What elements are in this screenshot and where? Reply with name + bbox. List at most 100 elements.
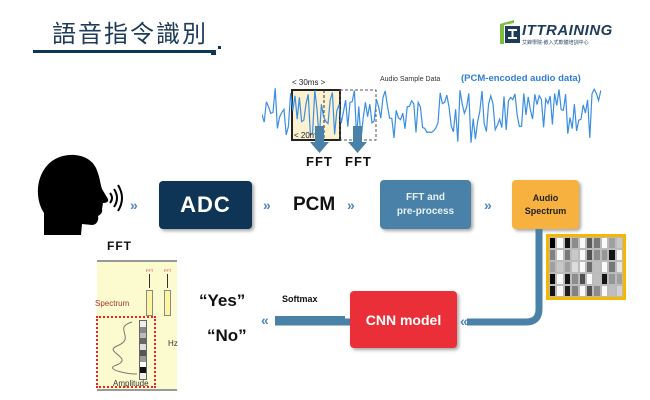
inset-arrow-line — [149, 274, 150, 288]
output-yes: “Yes” — [199, 291, 246, 310]
spectrogram-cell — [571, 249, 579, 261]
audio-waveform — [262, 87, 602, 143]
spectrogram-cell — [600, 273, 609, 285]
logo-icon — [500, 20, 520, 44]
spectrogram-cell — [556, 237, 564, 249]
softmax-arrow-shaft — [275, 316, 345, 323]
spectrogram-cell — [556, 249, 564, 261]
title-decoration — [211, 50, 216, 55]
hop-size-label: < 20ms — [294, 131, 321, 140]
softmax-label: Softmax — [282, 294, 318, 304]
output-no: “No” — [207, 326, 247, 345]
spectrogram-cell — [549, 249, 557, 261]
fft-label: FFT — [306, 154, 333, 169]
fft-label: FFT — [345, 154, 372, 169]
spectrogram-cell — [600, 237, 609, 249]
spectrogram-cell — [549, 285, 557, 297]
pcm-label: PCM — [293, 194, 336, 215]
cnn-model-block: CNN model — [350, 291, 457, 348]
spectrogram-cell — [563, 237, 572, 249]
spectrogram-cell — [600, 249, 609, 261]
spectrogram-cell — [586, 273, 594, 285]
spectrogram-cell — [600, 261, 609, 273]
spectrogram-cell — [571, 237, 579, 249]
spectrogram-grid — [546, 234, 626, 300]
fft-block-line1: FFT and — [406, 191, 445, 203]
speaking-head-icon — [37, 154, 123, 235]
inset-column — [139, 320, 147, 380]
inset-amplitude-label: Amplitude — [113, 379, 149, 388]
spectrum-line1: Audio — [532, 192, 559, 203]
spectrogram-cell — [563, 249, 572, 261]
spectrogram-cell — [549, 237, 557, 249]
spectrogram-cell — [571, 261, 579, 273]
spectrogram-cell — [578, 285, 586, 297]
spectrogram-cell — [578, 237, 586, 249]
back-chevron-icon: « — [460, 313, 468, 329]
logo-subtext: 艾鍗學院-嵌入式軟體培訓中心 — [522, 40, 589, 46]
spectrogram-cell — [615, 261, 623, 273]
spectrogram-cell — [556, 285, 564, 297]
spectrogram-cell — [593, 285, 601, 297]
inset-frame — [146, 290, 153, 316]
spectrogram-cell — [563, 285, 572, 297]
spectrogram-cell — [556, 273, 564, 285]
flow-chevron-icon: » — [263, 197, 271, 213]
spectrogram-cell — [593, 261, 601, 273]
fft-preprocess-block: FFT and pre-process — [380, 180, 471, 229]
pcm-encoded-note: (PCM-encoded audio data) — [461, 73, 581, 84]
inset-fft-mini: FFT — [146, 268, 154, 273]
spectrogram-cell — [586, 237, 594, 249]
title-underline — [33, 50, 211, 53]
inset-amplitude-curve — [112, 321, 138, 375]
spectrogram-cell — [578, 261, 586, 273]
spectrogram-cell — [571, 285, 579, 297]
title-decoration — [218, 46, 221, 49]
spectrogram-cell — [615, 285, 623, 297]
audio-sample-caption: Audio Sample Data — [380, 76, 441, 83]
fft-block-line2: pre-process — [396, 205, 455, 217]
fft-spectrum-inset: FFT FFT Spectrum Hz Amplitude — [95, 260, 178, 391]
spectrum-line2: Spectrum — [524, 205, 567, 216]
spectrogram-cell — [593, 237, 601, 249]
flow-chevron-icon: » — [484, 197, 492, 213]
spectrogram-cell — [578, 249, 586, 261]
spectrogram-cell — [586, 249, 594, 261]
inset-arrow-line — [167, 274, 168, 288]
logo-text: ITTRAINING — [522, 22, 613, 39]
inset-title: FFT — [107, 239, 132, 253]
spectrogram-cell — [571, 273, 579, 285]
spectrogram-cell — [578, 273, 586, 285]
spectrogram-cell — [563, 273, 572, 285]
inset-hz-label: Hz — [168, 339, 178, 348]
inset-highlight-box — [96, 316, 156, 388]
spectrogram-cell — [608, 285, 616, 297]
spectrogram-cell — [593, 249, 601, 261]
fft-down-arrows — [310, 126, 367, 153]
spectrogram-cell — [556, 261, 564, 273]
spectrogram-cell — [586, 285, 594, 297]
inset-spectrum-label: Spectrum — [95, 299, 130, 308]
spectrogram-cell — [608, 237, 616, 249]
spectrogram-cell — [563, 261, 572, 273]
adc-block: ADC — [159, 181, 252, 229]
spectrogram-cell — [549, 261, 557, 273]
page-title: 語音指令識別 — [52, 20, 208, 48]
spectrogram-cell — [608, 249, 616, 261]
spectrogram-cell — [608, 273, 616, 285]
inset-frame — [164, 290, 171, 316]
flow-chevron-icon: » — [347, 197, 355, 213]
spectrogram-cell — [586, 261, 594, 273]
flow-chevron-icon: » — [130, 197, 138, 213]
spectrogram-cell — [600, 285, 609, 297]
window-size-label: < 30ms > — [292, 78, 326, 87]
spectrogram-cell — [549, 273, 557, 285]
spectrogram-cell — [615, 273, 623, 285]
spectrogram-cell — [593, 273, 601, 285]
spectrogram-cell — [615, 249, 623, 261]
back-chevron-icon: « — [261, 312, 269, 328]
spectrogram-cell — [615, 237, 623, 249]
inset-fft-mini: FFT — [164, 268, 172, 273]
spectrogram-cell — [608, 261, 616, 273]
